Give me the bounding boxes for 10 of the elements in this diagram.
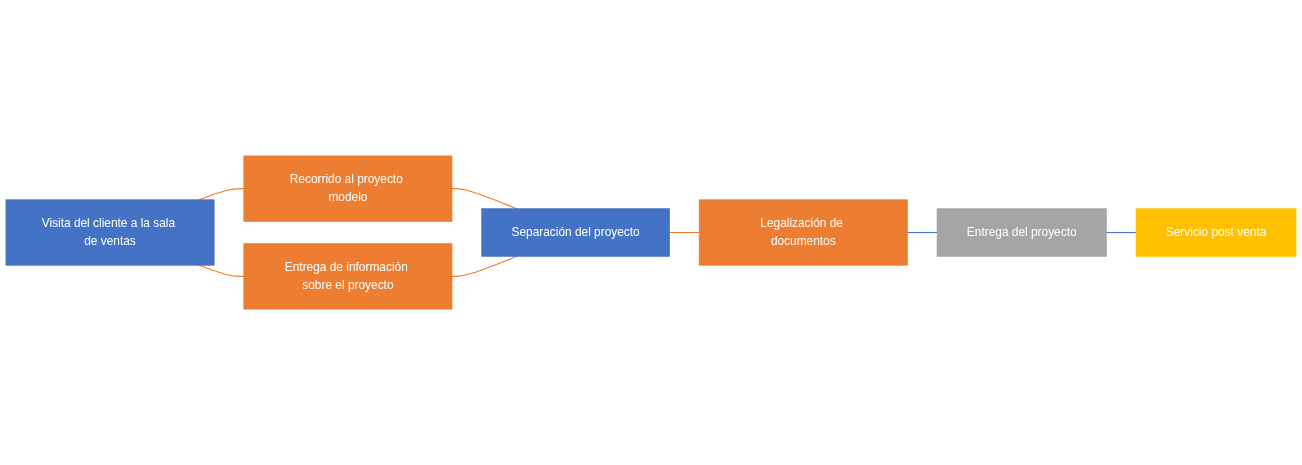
node-box: Servicio post venta: [1135, 208, 1297, 257]
node-box: Entrega del proyecto: [936, 208, 1107, 257]
node-box: Visita del cliente a la sala de ventas: [5, 199, 215, 266]
connector: [1105, 231, 1137, 234]
node-box: Entrega de información sobre el proyecto: [243, 243, 453, 310]
node-box: Legalización de documentos: [698, 199, 908, 266]
node-box: Recorrido al proyecto modelo: [243, 155, 453, 222]
connector: [906, 231, 938, 234]
connector: [668, 231, 700, 234]
node-box: Separación del proyecto: [481, 208, 670, 257]
